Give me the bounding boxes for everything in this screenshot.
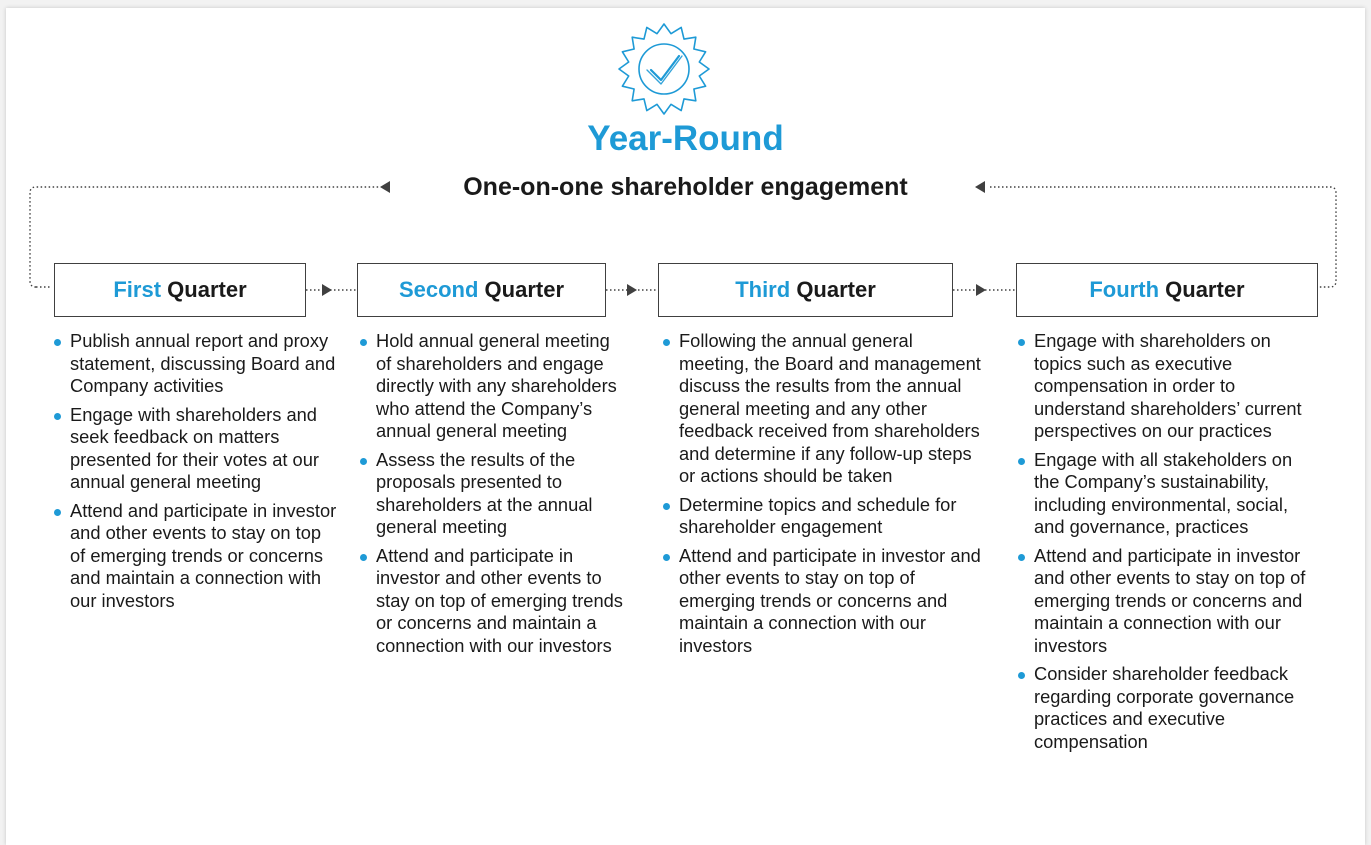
activity-text: Publish annual report and proxy statemen… <box>70 330 336 396</box>
bullet-icon <box>360 553 367 561</box>
activity-item: Determine topics and schedule for shareh… <box>663 494 983 539</box>
diagram-subtitle: One-on-one shareholder engagement <box>463 173 908 201</box>
activity-item: Consider shareholder feedback regarding … <box>1018 663 1318 753</box>
bullet-icon <box>663 502 670 510</box>
activity-text: Assess the results of the proposals pres… <box>376 448 593 538</box>
quarter-box-third: Third Quarter <box>658 263 953 317</box>
quarter-ordinal: Second <box>398 277 479 302</box>
check-badge-icon <box>618 23 710 115</box>
diagram-title: Year-Round <box>587 119 784 158</box>
activity-text: Determine topics and schedule for shareh… <box>679 493 957 538</box>
quarter-word: Quarter <box>484 277 565 302</box>
activity-item: Attend and participate in investor and o… <box>1018 545 1318 658</box>
activity-item: Attend and participate in investor and o… <box>663 545 983 658</box>
activity-item: Publish annual report and proxy statemen… <box>54 330 339 398</box>
quarter-ordinal: Fourth <box>1089 277 1160 302</box>
quarter-activities-third: Following the annual general meeting, th… <box>663 330 983 663</box>
bullet-icon <box>360 339 367 346</box>
activity-text: Engage with shareholders on topics such … <box>1034 330 1302 441</box>
diagram-card <box>6 8 1365 845</box>
bullet-icon <box>360 457 367 465</box>
activity-item: Engage with shareholders on topics such … <box>1018 330 1318 443</box>
bullet-icon <box>1018 553 1025 561</box>
activity-item: Hold annual general meeting of sharehold… <box>360 330 628 443</box>
quarter-ordinal: Third <box>735 277 791 302</box>
bullet-icon <box>54 412 61 420</box>
bullet-icon <box>663 339 670 346</box>
activity-text: Attend and participate in investor and o… <box>679 544 981 656</box>
bullet-icon <box>1018 339 1025 346</box>
quarter-activities-first: Publish annual report and proxy statemen… <box>54 330 339 618</box>
activity-item: Assess the results of the proposals pres… <box>360 449 628 539</box>
activity-text: Engage with all stakeholders on the Comp… <box>1034 448 1293 538</box>
activity-item: Attend and participate in investor and o… <box>360 545 628 658</box>
quarter-word: Quarter <box>1165 277 1245 302</box>
bullet-icon <box>1018 672 1025 679</box>
activity-item: Engage with shareholders and seek feedba… <box>54 404 339 494</box>
activity-text: Attend and participate in investor and o… <box>376 544 623 656</box>
quarter-box-second: Second Quarter <box>357 263 606 317</box>
activity-text: Hold annual general meeting of sharehold… <box>376 330 617 441</box>
activity-text: Following the annual general meeting, th… <box>679 330 981 486</box>
bullet-icon <box>54 508 61 516</box>
activity-text: Attend and participate in investor and o… <box>70 499 337 611</box>
quarter-box-first: First Quarter <box>54 263 306 317</box>
activity-text: Engage with shareholders and seek feedba… <box>70 403 319 493</box>
quarter-ordinal: First <box>113 277 162 302</box>
bullet-icon <box>54 339 61 346</box>
quarter-activities-second: Hold annual general meeting of sharehold… <box>360 330 628 663</box>
activity-item: Engage with all stakeholders on the Comp… <box>1018 449 1318 539</box>
activity-text: Attend and participate in investor and o… <box>1034 544 1306 656</box>
activity-text: Consider shareholder feedback regarding … <box>1034 663 1295 752</box>
quarter-box-fourth: Fourth Quarter <box>1016 263 1318 317</box>
quarter-word: Quarter <box>167 277 247 302</box>
quarter-activities-fourth: Engage with shareholders on topics such … <box>1018 330 1318 759</box>
bullet-icon <box>1018 457 1025 465</box>
quarter-word: Quarter <box>796 277 876 302</box>
bullet-icon <box>663 553 670 561</box>
activity-item: Following the annual general meeting, th… <box>663 330 983 488</box>
activity-item: Attend and participate in investor and o… <box>54 500 339 613</box>
